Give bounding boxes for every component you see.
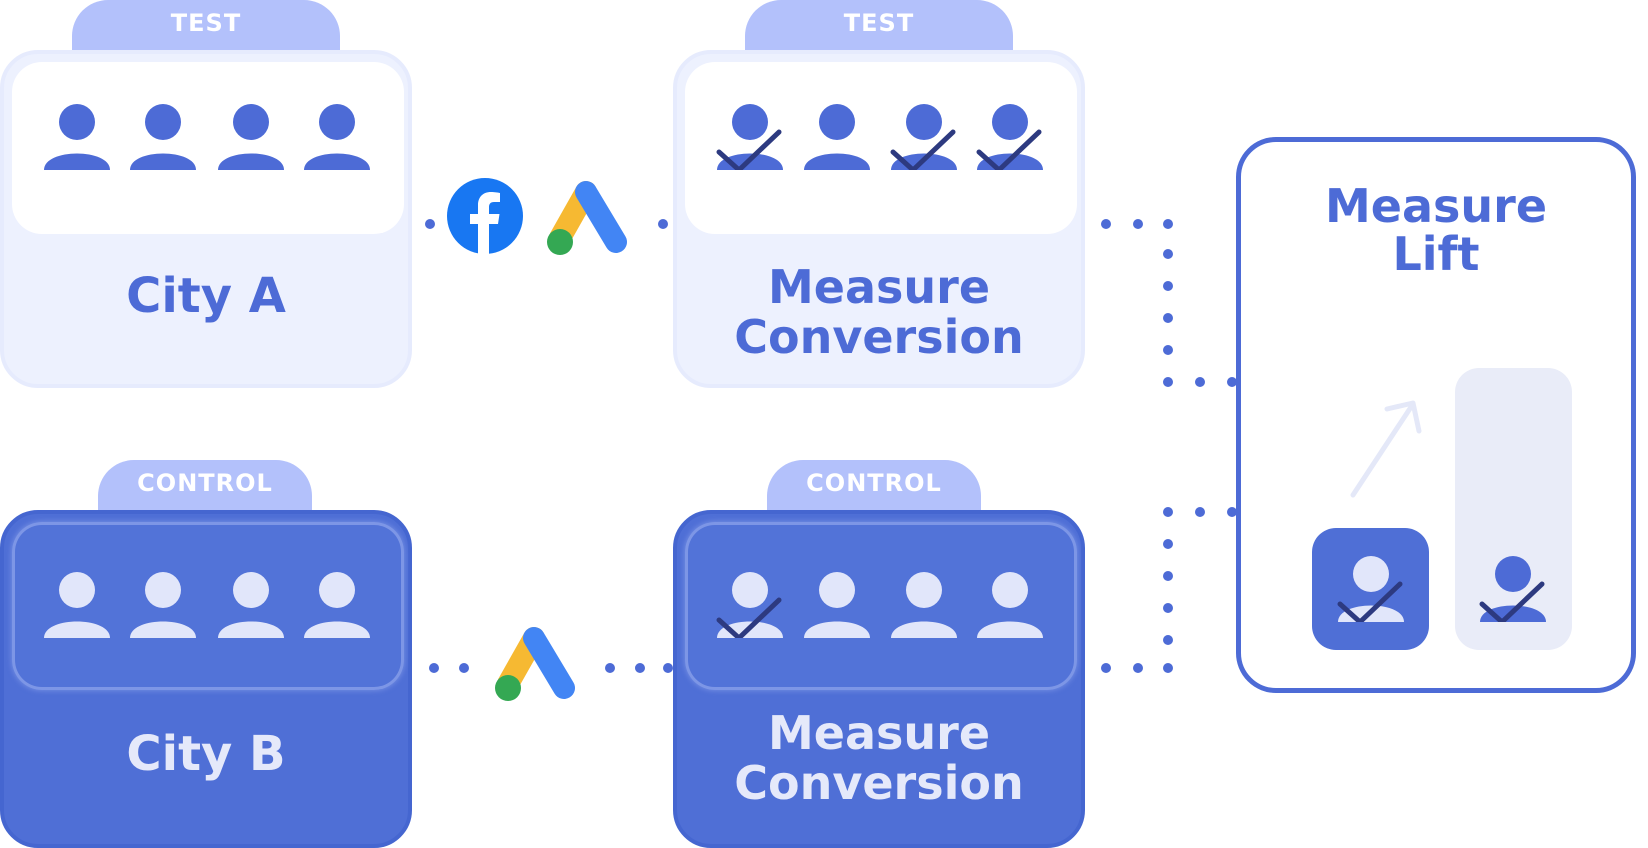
test-tag-label: TEST [843,9,915,37]
label-line: Measure [767,260,991,314]
person-check-icon [976,104,1043,170]
measure-lift-title: Measure Lift [1236,182,1636,278]
person-icon [804,572,870,638]
person-icon [304,104,370,170]
person-icon [44,572,110,638]
person-icon [218,104,284,170]
person-check-icon [716,104,783,170]
person-check-icon [716,572,783,638]
test-tag-city-a: TEST [72,0,340,52]
person-icon [218,572,284,638]
person-icon [891,572,957,638]
person-check-icon [890,104,957,170]
person-icon [804,104,870,170]
test-conversion-label: Measure Conversion [673,262,1085,362]
label-line: Conversion [734,310,1024,364]
person-icon [977,572,1043,638]
person-check-icon [1479,556,1546,622]
control-bar [1455,368,1572,650]
arrow-up-right-icon [1350,400,1422,498]
city-b-label: City B [126,726,286,782]
control-conversion-label: Measure Conversion [673,708,1085,808]
person-icon [130,572,196,638]
label-line: Measure [767,706,991,760]
facebook-icon [447,178,523,254]
control-tag-conversion: CONTROL [767,460,981,512]
city-a-people-panel [12,62,404,234]
test-tag-conversion: TEST [745,0,1013,52]
test-tag-label: TEST [170,9,242,37]
person-icon [130,104,196,170]
label-line: Lift [1392,227,1480,281]
label-line: Conversion [734,756,1024,810]
google-ads-icon [495,627,575,701]
test-conversion-people-panel [685,62,1077,234]
control-tag-label: CONTROL [137,469,273,497]
person-icon [304,572,370,638]
person-icon [44,104,110,170]
control-tag-label: CONTROL [806,469,942,497]
city-a-label: City A [126,268,286,324]
google-ads-icon [547,181,627,255]
person-check-icon [1337,556,1404,622]
label-line: Measure [1324,179,1548,233]
control-tag-city-b: CONTROL [98,460,312,512]
